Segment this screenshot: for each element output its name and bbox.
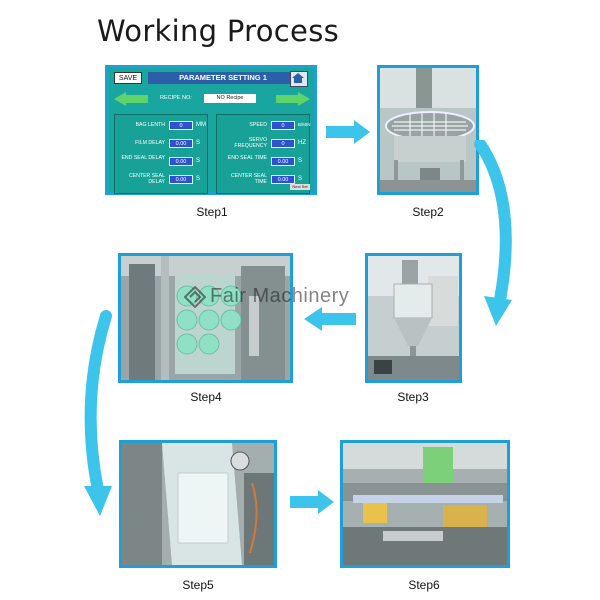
arrow-step1-to-step2 xyxy=(326,120,370,144)
step5-caption: Step5 xyxy=(182,578,214,592)
step3-caption: Step3 xyxy=(397,390,429,404)
param-unit: S xyxy=(196,158,201,164)
recipe-value[interactable]: NO Recipe xyxy=(204,94,256,103)
param-unit: MM xyxy=(196,122,206,128)
step2-caption: Step2 xyxy=(412,205,444,219)
step4-image xyxy=(118,253,293,383)
param-value[interactable]: 0 xyxy=(271,121,295,130)
bag-forming-photo xyxy=(122,443,274,565)
step4-caption: Step4 xyxy=(190,390,222,404)
sealing-photo xyxy=(343,443,507,565)
fair-machinery-logo-icon xyxy=(184,286,206,308)
param-value[interactable]: 0.00 xyxy=(169,175,193,184)
arrow-step4-to-step5 xyxy=(84,310,112,516)
step1-caption: Step1 xyxy=(196,205,228,219)
step2-image xyxy=(377,65,479,195)
save-button[interactable]: SAVE xyxy=(114,72,142,84)
param-value[interactable]: 0 xyxy=(271,139,295,148)
param-label: SERVO FREQUENCY xyxy=(234,137,267,149)
next-set-button[interactable]: Next Set xyxy=(290,184,310,190)
param-label: CENTER SEAL DELAY xyxy=(128,173,165,185)
param-label: CENTER SEAL TIME xyxy=(230,173,267,185)
param-label: END SEAL TIME xyxy=(227,155,267,161)
panel-header: PARAMETER SETTING 1 xyxy=(148,72,298,84)
param-unit: HZ xyxy=(298,140,306,146)
arrow-step5-to-step6 xyxy=(290,490,334,514)
parameter-setting-panel: SAVE PARAMETER SETTING 1 RECIPE NO: NO R… xyxy=(108,68,314,194)
arrow-step2-to-step3 xyxy=(474,140,512,326)
param-value[interactable]: 0 xyxy=(169,121,193,130)
param-label: FILM DELAY xyxy=(135,140,165,146)
step3-image xyxy=(365,253,462,383)
hopper-photo xyxy=(380,68,476,192)
home-icon[interactable] xyxy=(290,71,308,87)
param-value[interactable]: 0.00 xyxy=(271,175,295,184)
prev-arrow-icon[interactable] xyxy=(114,92,148,106)
step6-caption: Step6 xyxy=(408,578,440,592)
film-forming-photo xyxy=(121,256,290,380)
page-title: Working Process xyxy=(97,14,340,48)
step6-image xyxy=(340,440,510,568)
recipe-label: RECIPE NO: xyxy=(160,95,192,101)
watermark-text: Fair Machinery xyxy=(210,285,350,307)
param-unit: S xyxy=(196,176,201,182)
param-value[interactable]: 0.00 xyxy=(169,139,193,148)
param-value[interactable]: 0.00 xyxy=(169,157,193,166)
step1-image: SAVE PARAMETER SETTING 1 RECIPE NO: NO R… xyxy=(105,65,317,195)
param-unit: B/MIN xyxy=(298,122,311,127)
param-label: SPEED xyxy=(249,122,267,128)
auger-filler-photo xyxy=(368,256,459,380)
param-unit: S xyxy=(298,176,303,182)
param-unit: S xyxy=(196,140,201,146)
arrow-step3-to-step4 xyxy=(304,307,356,331)
next-arrow-icon[interactable] xyxy=(276,92,310,106)
param-label: BAG LENTH xyxy=(135,122,165,128)
step5-image xyxy=(119,440,277,568)
param-unit: S xyxy=(298,158,303,164)
recipe-row: RECIPE NO: NO Recipe xyxy=(114,92,310,106)
param-value[interactable]: 0.00 xyxy=(271,157,295,166)
param-label: END SEAL DELAY xyxy=(121,155,165,161)
